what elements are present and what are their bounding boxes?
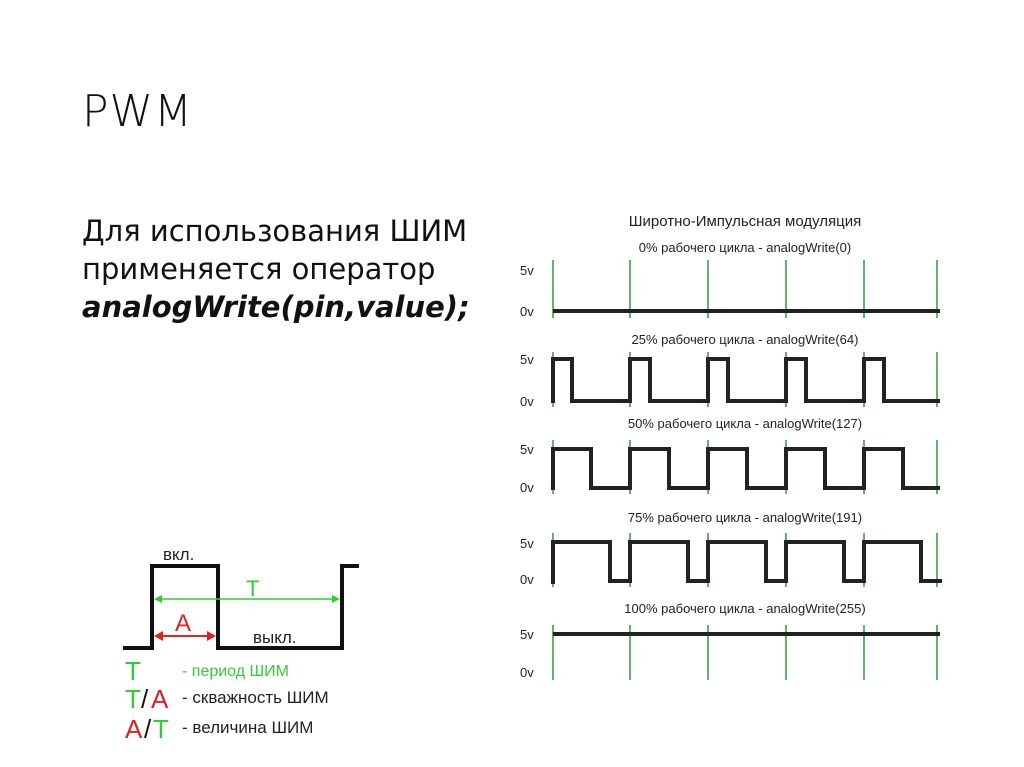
legend-item-period: T - период ШИМ	[125, 656, 289, 686]
pwm-row-100: 100% рабочего цикла - analogWrite(255) 5…	[520, 601, 940, 680]
legend-symbol-t: T	[125, 684, 141, 714]
slide-body: Для использования ШИМ применяется операт…	[82, 212, 470, 326]
pwm-row-75: 75% рабочего цикла - analogWrite(191) 5v…	[520, 510, 942, 587]
legend-symbol-t: T	[125, 656, 141, 686]
row-title-0: 0% рабочего цикла - analogWrite(0)	[639, 240, 851, 255]
legend-symbol-a: A	[125, 714, 143, 744]
legend-item-duty: T / A - скважность ШИМ	[125, 684, 329, 714]
legend-text: - величина ШИМ	[182, 718, 313, 737]
row-title-75: 75% рабочего цикла - analogWrite(191)	[628, 510, 862, 525]
body-line-2: применяется оператор	[82, 252, 436, 286]
legend-text: - скважность ШИМ	[182, 688, 329, 707]
legend-slash: /	[144, 714, 152, 744]
label-0v: 0v	[520, 665, 534, 680]
label-0v: 0v	[520, 304, 534, 319]
label-5v: 5v	[520, 263, 534, 278]
waveform-75	[551, 540, 942, 584]
row-title-100: 100% рабочего цикла - analogWrite(255)	[624, 601, 865, 616]
pulse-symbol: A	[175, 610, 191, 637]
label-0v: 0v	[520, 572, 534, 587]
waveform-50	[551, 447, 940, 490]
on-label: вкл.	[163, 545, 194, 564]
period-symbol: T	[246, 576, 259, 601]
label-5v: 5v	[520, 352, 534, 367]
label-0v: 0v	[520, 394, 534, 409]
label-5v: 5v	[520, 536, 534, 551]
waveform-25	[551, 357, 940, 403]
grid-lines	[552, 260, 938, 318]
legend-symbol-t: T	[153, 714, 169, 744]
pwm-chart-title: Широтно-Импульсная модуляция	[629, 213, 862, 230]
label-5v: 5v	[520, 627, 534, 642]
pwm-row-25: 25% рабочего цикла - analogWrite(64) 5v …	[520, 332, 940, 409]
pulse-arrow	[154, 631, 216, 641]
label-0v: 0v	[520, 480, 534, 495]
row-title-25: 25% рабочего цикла - analogWrite(64)	[632, 332, 859, 347]
slide-title: PWM	[82, 86, 194, 137]
legend-text: - период ШИМ	[182, 663, 289, 680]
period-diagram: вкл. выкл. T A	[123, 545, 359, 650]
pwm-row-50: 50% рабочего цикла - analogWrite(127) 5v…	[520, 416, 940, 495]
legend-item-magnitude: A / T - величина ШИМ	[125, 714, 313, 744]
off-label: выкл.	[253, 628, 297, 647]
row-title-50: 50% рабочего цикла - analogWrite(127)	[628, 416, 862, 431]
legend-slash: /	[141, 684, 149, 714]
body-code: analogWrite(pin,value);	[82, 290, 470, 324]
period-arrow	[154, 595, 340, 603]
body-line-1: Для использования ШИМ	[82, 214, 468, 248]
pwm-chart: Широтно-Импульсная модуляция 0% рабочего…	[520, 213, 942, 680]
label-5v: 5v	[520, 442, 534, 457]
legend: T - период ШИМ T / A - скважность ШИМ A …	[125, 656, 329, 744]
pulse-waveform	[123, 564, 359, 650]
pwm-row-0: 0% рабочего цикла - analogWrite(0) 5v 0v	[520, 240, 940, 319]
legend-symbol-a: A	[151, 684, 169, 714]
